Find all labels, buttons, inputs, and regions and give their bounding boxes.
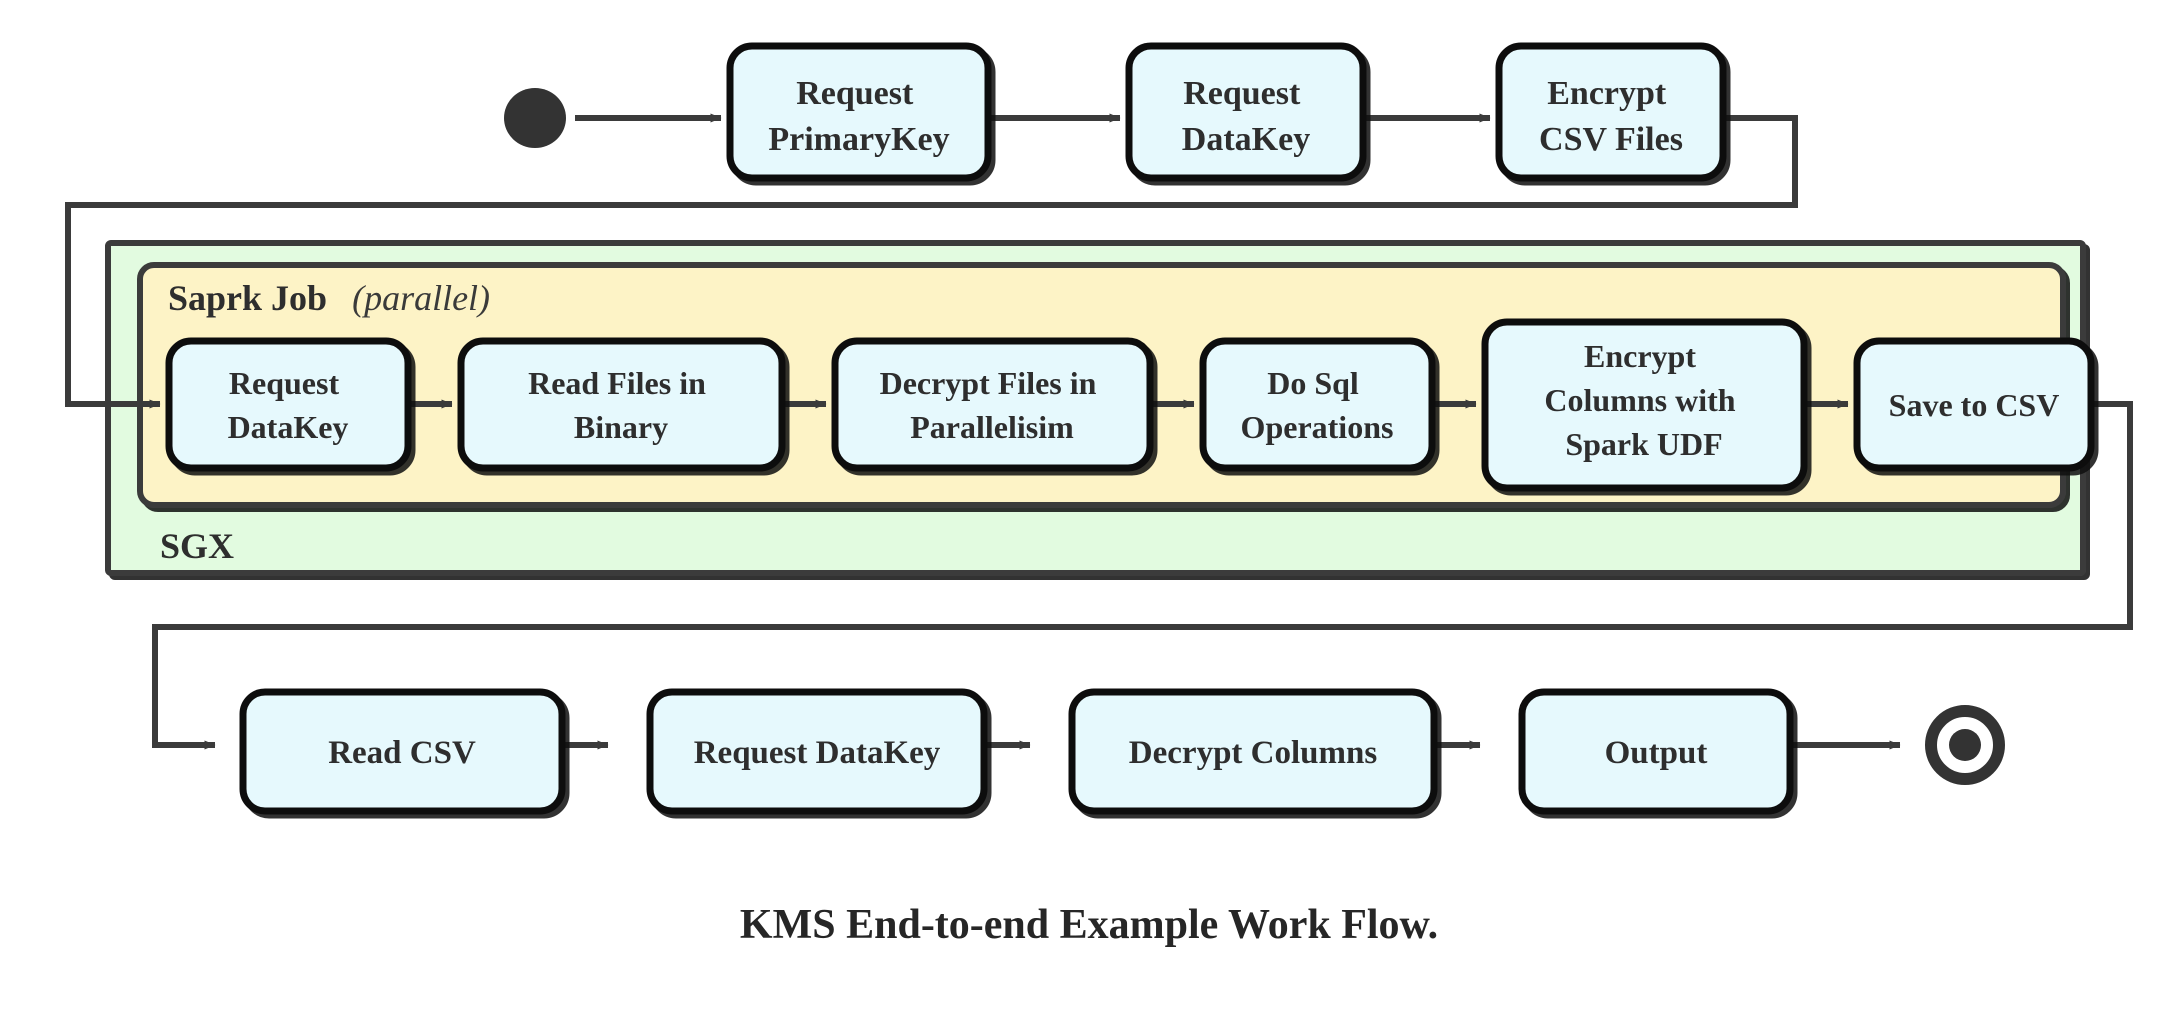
spark-job-title: Saprk Job bbox=[168, 278, 327, 318]
svg-text:Save to CSV: Save to CSV bbox=[1889, 387, 2060, 423]
node-line-1: Output bbox=[1605, 735, 1708, 771]
node-decrypt-columns[interactable]: Decrypt Columns bbox=[1068, 688, 1438, 815]
node-encrypt-csv-files[interactable]: Encrypt CSV Files bbox=[1495, 42, 1727, 182]
svg-text:Output: Output bbox=[1605, 735, 1708, 771]
node-line-1: Read CSV bbox=[328, 735, 476, 771]
node-request-primarykey[interactable]: Request PrimaryKey bbox=[726, 42, 992, 182]
svg-text:Request DataKey: Request DataKey bbox=[228, 365, 349, 445]
node-encrypt-columns-with-spark-udf[interactable]: Encrypt Columns with Spark UDF bbox=[1481, 318, 1808, 492]
node-line-1: Encrypt bbox=[1584, 338, 1696, 374]
node-line-2: Operations bbox=[1241, 409, 1394, 445]
node-line-2: DataKey bbox=[228, 409, 349, 445]
node-line-1: Request DataKey bbox=[694, 735, 941, 771]
node-line-1: Request bbox=[229, 365, 340, 401]
node-line-1: Request bbox=[796, 75, 914, 112]
node-decrypt-files-in-parallelisim[interactable]: Decrypt Files in Parallelisim bbox=[831, 337, 1154, 472]
node-request-datakey-spark[interactable]: Request DataKey bbox=[165, 337, 412, 472]
edge-encrypt-csv-to-spark-datakey bbox=[65, 115, 1798, 409]
svg-text:Decrypt Files in Paral: Decrypt Files in Parallelisim bbox=[880, 365, 1105, 445]
node-line-1: Save to CSV bbox=[1889, 387, 2060, 423]
node-line-2: Columns with bbox=[1544, 382, 1735, 418]
svg-text:Request PrimaryKey: Request PrimaryKey bbox=[768, 75, 949, 158]
node-line-1: Do Sql bbox=[1267, 365, 1359, 401]
connectors bbox=[65, 113, 2133, 750]
svg-text:Encrypt CSV Files: Encrypt CSV Files bbox=[1539, 75, 1683, 158]
node-save-to-csv[interactable]: Save to CSV bbox=[1853, 337, 2095, 472]
node-line-1: Encrypt bbox=[1547, 75, 1667, 112]
node-line-1: Decrypt Columns bbox=[1129, 735, 1378, 771]
sgx-label: SGX bbox=[160, 526, 234, 566]
svg-text:Request DataKey: Request DataKey bbox=[694, 735, 941, 771]
node-line-2: CSV Files bbox=[1539, 121, 1683, 158]
node-line-1: Request bbox=[1183, 75, 1301, 112]
svg-text:Request DataKey: Request DataKey bbox=[1182, 75, 1310, 158]
node-output[interactable]: Output bbox=[1518, 688, 1794, 815]
node-line-1: Read Files in bbox=[528, 365, 706, 401]
node-line-2: Binary bbox=[574, 409, 668, 445]
node-line-2: PrimaryKey bbox=[768, 121, 949, 158]
spark-job-label: Saprk Job (parallel) bbox=[168, 278, 490, 318]
svg-text:Read Files in Binary: Read Files in Binary bbox=[528, 365, 714, 445]
end-node bbox=[1925, 705, 2005, 785]
svg-text:Decrypt Columns: Decrypt Columns bbox=[1129, 735, 1378, 771]
node-line-2: DataKey bbox=[1182, 121, 1310, 158]
spark-job-modifier: (parallel) bbox=[352, 278, 490, 318]
figure-caption: KMS End-to-end Example Work Flow. bbox=[740, 902, 1438, 948]
node-line-2: Parallelisim bbox=[910, 409, 1074, 445]
edge-save-csv-to-read-csv bbox=[152, 401, 2133, 750]
node-request-datakey-bottom[interactable]: Request DataKey bbox=[646, 688, 988, 815]
svg-text:Read CSV: Read CSV bbox=[328, 735, 476, 771]
node-request-datakey-top[interactable]: Request DataKey bbox=[1125, 42, 1367, 182]
node-line-1: Decrypt Files in bbox=[880, 365, 1097, 401]
svg-text:Do Sql Operations: Do Sql Operations bbox=[1241, 365, 1394, 445]
svg-text:Encrypt Columns with: Encrypt Columns with Spark UDF bbox=[1544, 338, 1743, 462]
node-do-sql-operations[interactable]: Do Sql Operations bbox=[1199, 337, 1436, 472]
node-line-3: Spark UDF bbox=[1565, 426, 1722, 462]
start-node bbox=[504, 88, 566, 148]
node-read-files-in-binary[interactable]: Read Files in Binary bbox=[457, 337, 786, 472]
node-read-csv[interactable]: Read CSV bbox=[239, 688, 566, 815]
